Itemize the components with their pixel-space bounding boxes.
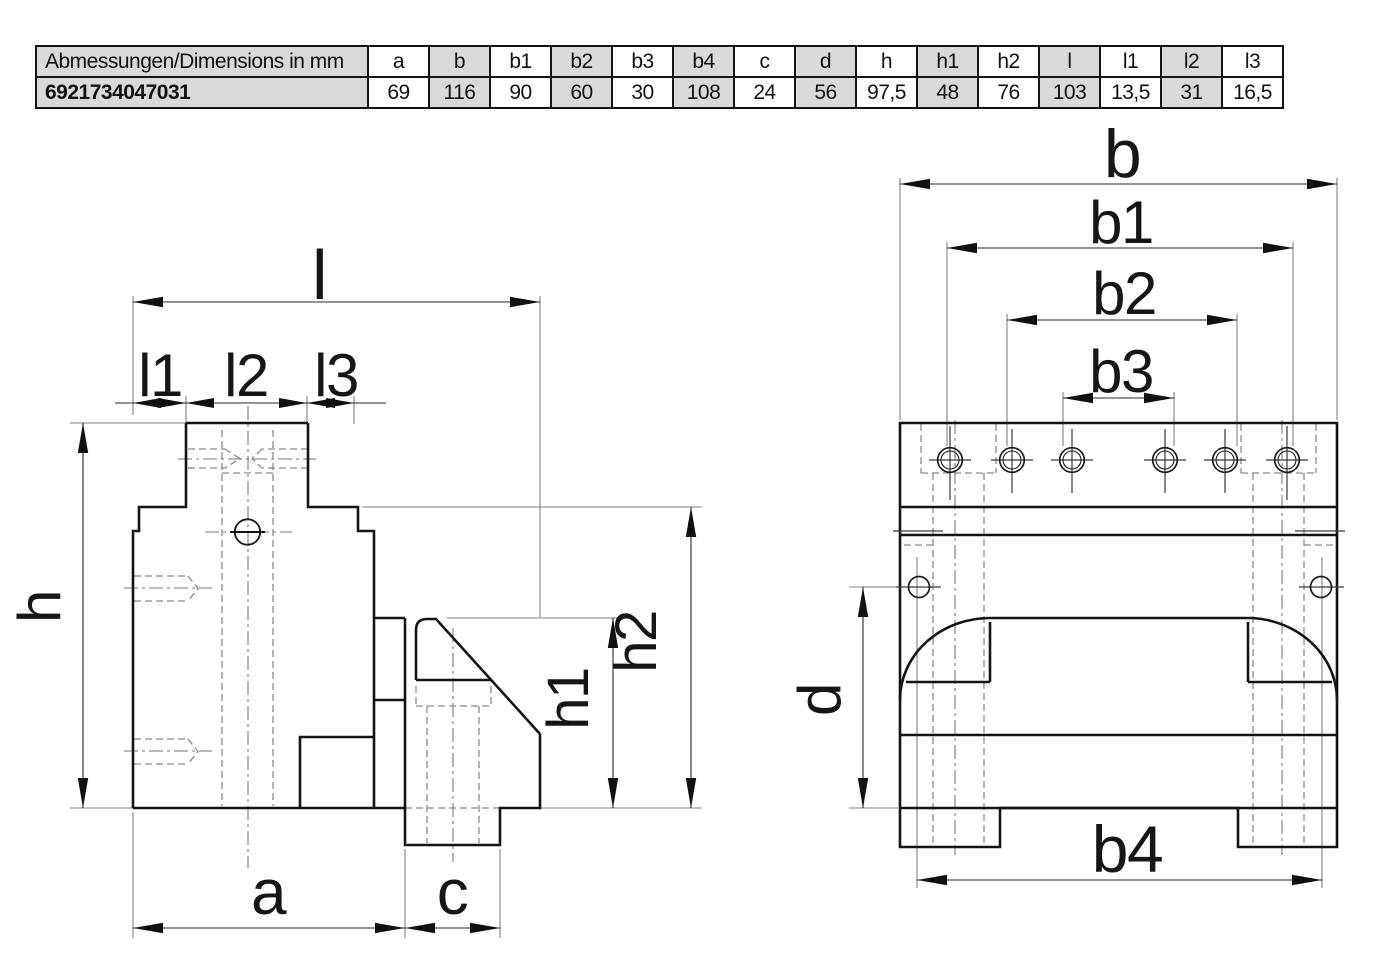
dim-label-d: d bbox=[786, 684, 853, 716]
side-view-drawing: l l1 l2 l3 h h1 h2 a c bbox=[6, 236, 702, 938]
front-view-center-lines bbox=[954, 420, 1283, 855]
front-view-holes bbox=[896, 426, 1344, 599]
col-header-l2: l2 bbox=[1160, 45, 1223, 78]
dim-label-b3: b3 bbox=[1089, 338, 1153, 405]
value-b1: 90 bbox=[489, 76, 552, 109]
dim-label-b1: b1 bbox=[1089, 189, 1153, 256]
col-header-c: c bbox=[733, 45, 796, 78]
value-c: 24 bbox=[733, 76, 796, 109]
article-number: 6921734047031 bbox=[35, 76, 369, 109]
dim-label-l2: l2 bbox=[224, 342, 268, 409]
dim-label-b2: b2 bbox=[1092, 260, 1156, 327]
front-view-drawing: b b1 b2 b3 b4 d bbox=[786, 116, 1345, 888]
mount-hole bbox=[936, 446, 964, 474]
mount-hole bbox=[1151, 446, 1179, 474]
front-view-labels: b b1 b2 b3 b4 d bbox=[786, 116, 1164, 886]
side-hole bbox=[1309, 575, 1333, 599]
col-header-a: a bbox=[367, 45, 430, 78]
dim-label-h2: h2 bbox=[604, 611, 669, 673]
value-h: 97,5 bbox=[855, 76, 918, 109]
side-view-extension-lines bbox=[70, 296, 702, 938]
dim-label-b4: b4 bbox=[1092, 812, 1162, 886]
front-view-dimension-arrows bbox=[857, 178, 1337, 886]
dimension-table: Abmessungen/Dimensions in mm a b b1 b2 b… bbox=[35, 45, 1284, 109]
table-data-row: 6921734047031 69 116 90 60 30 108 24 56 … bbox=[35, 76, 1284, 109]
side-view-labels: l l1 l2 l3 h h1 h2 a c bbox=[6, 236, 669, 928]
side-view-center-lines bbox=[124, 406, 454, 868]
dim-label-a: a bbox=[251, 856, 287, 928]
mount-hole bbox=[1058, 446, 1086, 474]
value-b4: 108 bbox=[672, 76, 735, 109]
side-view-hidden-lines bbox=[134, 430, 500, 843]
col-header-b2: b2 bbox=[550, 45, 613, 78]
front-view-part-outline bbox=[898, 421, 1339, 849]
col-header-b: b bbox=[428, 45, 491, 78]
front-view-dimension-lines bbox=[862, 183, 1337, 881]
col-header-l1: l1 bbox=[1099, 45, 1162, 78]
dim-label-l1: l1 bbox=[138, 342, 182, 409]
col-header-l: l bbox=[1038, 45, 1101, 78]
table-header-label: Abmessungen/Dimensions in mm bbox=[35, 45, 369, 78]
col-header-d: d bbox=[794, 45, 857, 78]
col-header-h1: h1 bbox=[916, 45, 979, 78]
front-view-hidden-lines bbox=[904, 424, 1333, 847]
side-hole bbox=[907, 575, 931, 599]
col-header-h2: h2 bbox=[977, 45, 1040, 78]
dim-label-h1: h1 bbox=[536, 668, 601, 730]
table-header-row: Abmessungen/Dimensions in mm a b b1 b2 b… bbox=[35, 45, 1284, 78]
col-header-b3: b3 bbox=[611, 45, 674, 78]
dim-label-b: b bbox=[1104, 116, 1140, 192]
mount-hole bbox=[1273, 446, 1301, 474]
value-l1: 13,5 bbox=[1099, 76, 1162, 109]
value-h2: 76 bbox=[977, 76, 1040, 109]
dim-label-c: c bbox=[437, 856, 468, 928]
side-view-part-outline bbox=[131, 421, 542, 847]
dim-label-l3: l3 bbox=[314, 342, 358, 409]
dim-label-l: l bbox=[312, 236, 326, 314]
value-a: 69 bbox=[367, 76, 430, 109]
col-header-h: h bbox=[855, 45, 918, 78]
value-h1: 48 bbox=[916, 76, 979, 109]
value-l2: 31 bbox=[1160, 76, 1223, 109]
value-b: 116 bbox=[428, 76, 491, 109]
mount-hole bbox=[1211, 446, 1239, 474]
col-header-b4: b4 bbox=[672, 45, 735, 78]
value-b2: 60 bbox=[550, 76, 613, 109]
value-d: 56 bbox=[794, 76, 857, 109]
value-l: 103 bbox=[1038, 76, 1101, 109]
value-l3: 16,5 bbox=[1221, 76, 1284, 109]
col-header-b1: b1 bbox=[489, 45, 552, 78]
mount-hole bbox=[998, 446, 1026, 474]
side-view-dimension-arrows bbox=[77, 296, 697, 934]
value-b3: 30 bbox=[611, 76, 674, 109]
dim-label-h: h bbox=[6, 591, 73, 623]
col-header-l3: l3 bbox=[1221, 45, 1284, 78]
